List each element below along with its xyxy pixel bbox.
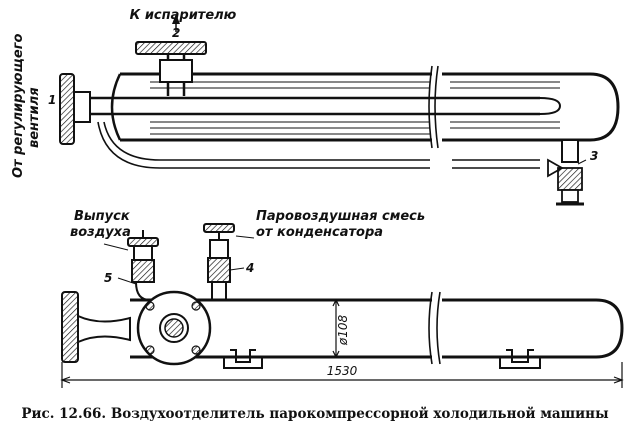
length-label: 1530 <box>327 364 358 378</box>
vapor-mix-valve <box>203 223 235 300</box>
air-outlet-label-line1: Выпуск <box>74 209 131 224</box>
air-outlet-valve <box>127 230 159 301</box>
support-feet <box>223 349 541 369</box>
top-section-view <box>59 14 620 206</box>
inner-tube <box>90 96 540 116</box>
bottom-inlet-flange <box>61 291 131 363</box>
drain-valve <box>547 139 584 206</box>
bottom-view <box>60 159 624 388</box>
length-dimension-line <box>60 362 624 388</box>
evaporator-valve <box>135 14 207 96</box>
vapor-mix-label-line1: Паровоздушная смесь <box>256 209 425 224</box>
inlet-flange <box>59 73 91 145</box>
from-valve-label-line1: От регулирующего <box>11 33 26 178</box>
vapor-mix-label-line2: от конденсатора <box>256 225 383 240</box>
number-5: 5 <box>104 271 112 285</box>
figure-caption: Рис. 12.66. Воздухоотделитель парокомпре… <box>21 406 609 422</box>
end-flange <box>136 290 212 366</box>
outer-shell-right <box>442 72 620 142</box>
diameter-label: ø108 <box>336 315 350 347</box>
number-3: 3 <box>590 149 598 163</box>
number-1: 1 <box>48 93 56 107</box>
number-4: 4 <box>245 261 254 275</box>
diameter-dimension-line <box>332 298 340 359</box>
from-valve-label-line2: вентиля <box>27 87 42 148</box>
bypass-pipe <box>97 121 540 169</box>
to-evaporator-label: К испарителю <box>130 8 237 23</box>
air-outlet-label-line2: воздуха <box>70 225 131 240</box>
number-2: 2 <box>172 26 180 40</box>
